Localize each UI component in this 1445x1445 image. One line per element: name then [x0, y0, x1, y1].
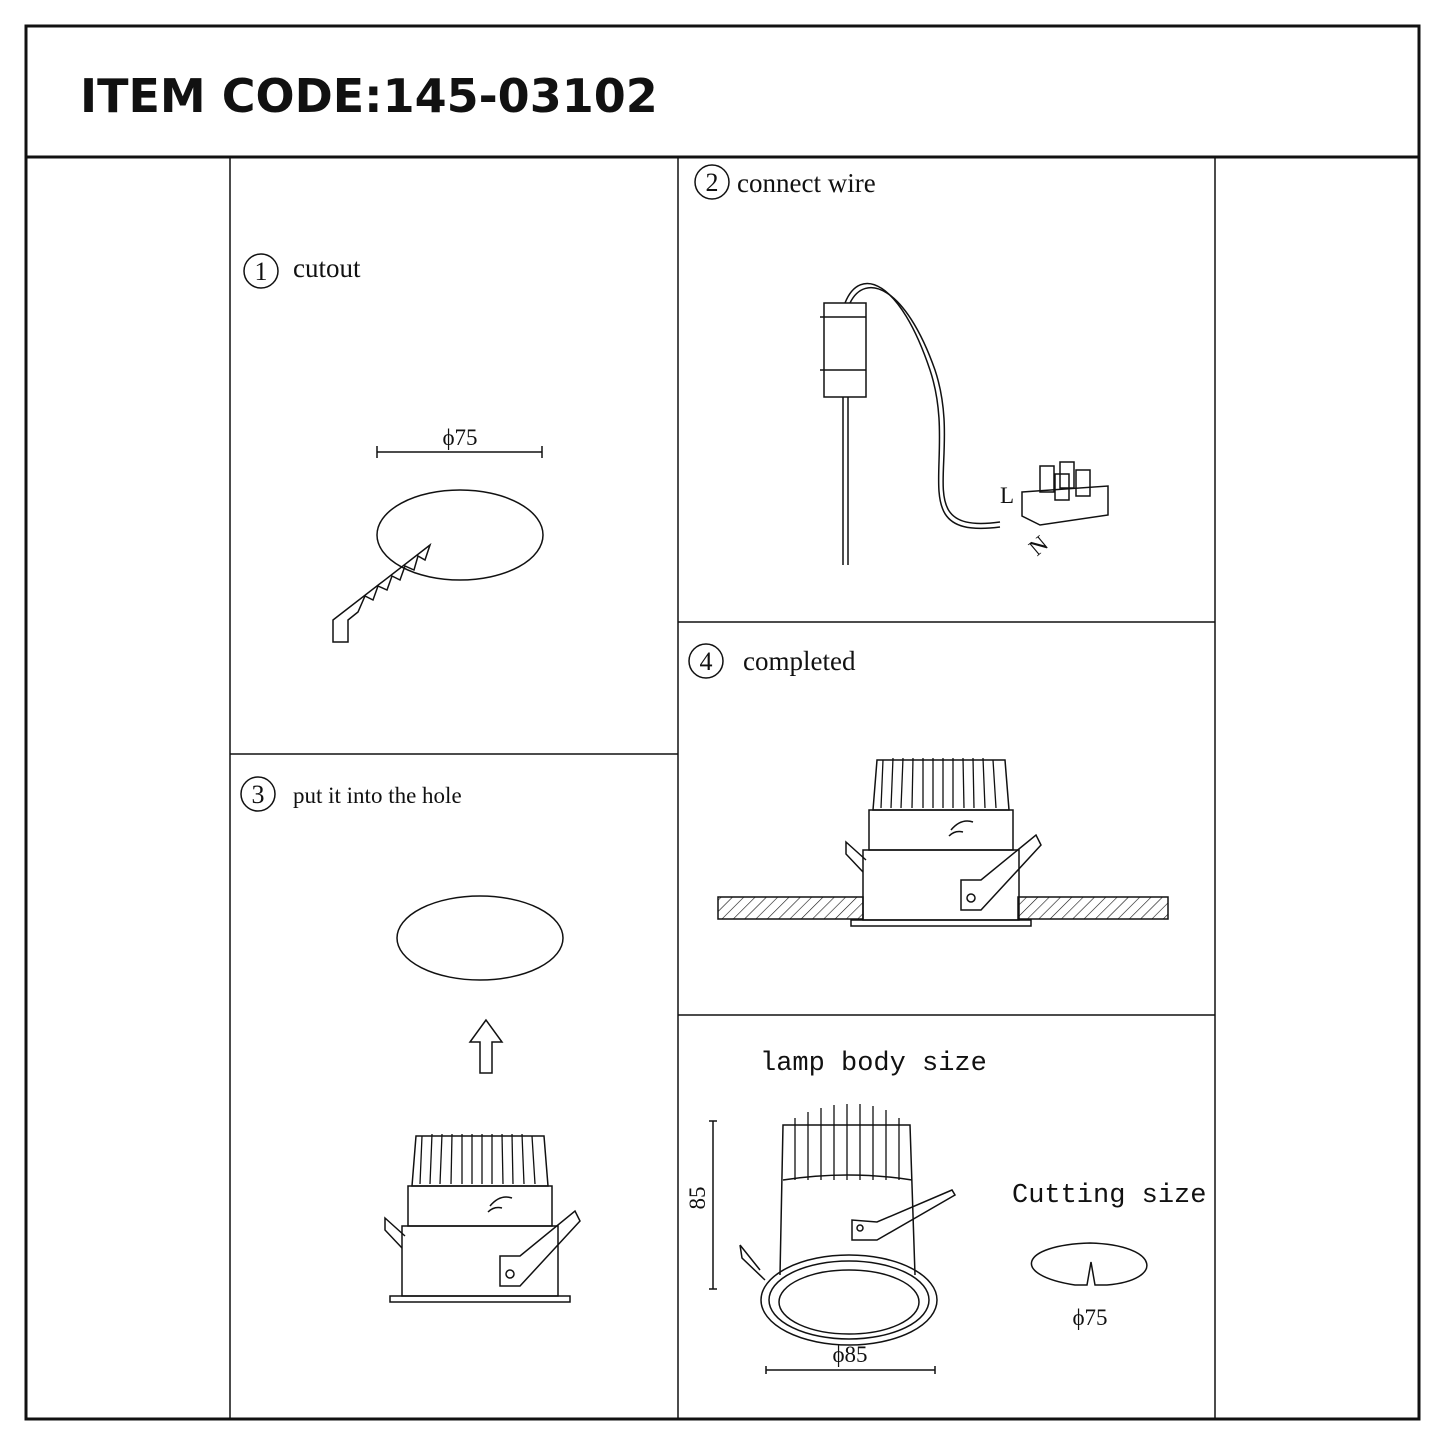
wire-label-live: L [1000, 483, 1014, 508]
step-number: 4 [700, 647, 713, 676]
outer-frame [24, 24, 1421, 1421]
step-number: 3 [252, 780, 265, 809]
step-label: completed [743, 646, 856, 676]
cutout-dimension: ϕ75 [442, 425, 477, 450]
step-put-into-hole: 3 put it into the hole [240, 776, 581, 1303]
step-number: 1 [255, 257, 268, 286]
step-cutout: 1 cutout ϕ75 [243, 253, 544, 643]
cutting-diameter: ϕ75 [1072, 1305, 1107, 1330]
diameter-dimension: ϕ85 [832, 1342, 867, 1367]
cutting-label: Cutting size [1012, 1181, 1206, 1211]
step-label: connect wire [737, 168, 876, 198]
height-dimension: 85 [685, 1187, 710, 1210]
lamp-body-label: lamp body size [760, 1049, 987, 1079]
cutting-size: Cutting size ϕ75 [1012, 1181, 1206, 1330]
wire-label-neutral: N [1024, 531, 1053, 561]
lamp-body-size: lamp body size 85 ϕ85 [685, 1049, 987, 1374]
item-code: ITEM CODE:145-03102 [80, 69, 658, 123]
arrow-up-icon [468, 1018, 504, 1074]
step-label: put it into the hole [293, 783, 462, 808]
step-label: cutout [293, 253, 361, 283]
step-connect-wire: 2 connect wire L N [694, 164, 1109, 565]
step-completed: 4 completed [688, 643, 1169, 927]
step-number: 2 [706, 168, 719, 197]
